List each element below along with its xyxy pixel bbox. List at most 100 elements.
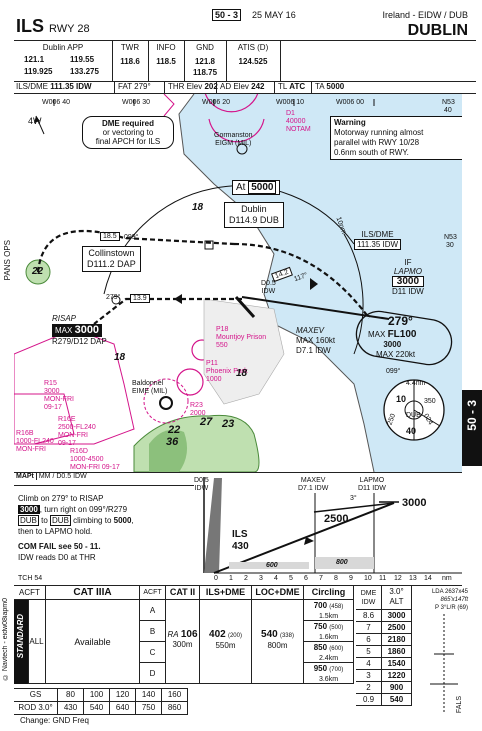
minima-header: ILS+DME (200, 586, 252, 600)
lon-label: W006 40 (42, 99, 71, 106)
circling-minima: 850 (600) 2.4km (304, 642, 354, 663)
minima-header: ACFT (140, 586, 166, 600)
atis-frequency: ATIS (D) 124.525 (226, 41, 281, 81)
r16b-area: R16B 1000-FL240 MON-FRI (16, 430, 54, 453)
cat-letter: C (140, 642, 166, 663)
gs-table: GS 80 100 120 140 160 ROD 3.0° 430 540 6… (14, 688, 188, 715)
dublin-vor-box: Dublin D114.9 DUB (224, 202, 284, 228)
ils-profile-label: ILS 430 (232, 529, 249, 552)
runway-info: LDA 2637x45 865'x147ft P 3°L/R (69) (431, 589, 468, 611)
minima-header: ACFT (14, 586, 46, 600)
all-label: ALL (28, 600, 46, 684)
lon-label: W006 10 (276, 99, 305, 106)
profile-alt-2500: 2500 (324, 513, 349, 525)
circling-minima: 700 (458) 1.5km (304, 600, 354, 621)
rod-label: ROD 3.0° (14, 702, 58, 715)
circling-minima: 750 (500) 1.6km (304, 621, 354, 642)
minima-header: CAT IIIA (46, 586, 140, 600)
minima-header: Circling (304, 586, 354, 600)
warning-box: Warning Motorway running almost parallel… (330, 116, 462, 160)
vor-dublin-symbol (204, 240, 214, 250)
collinstown-box: Collinstown D111.2 DAP (82, 246, 141, 272)
cat2-minima: RA 106 300m (166, 600, 200, 684)
coastline (178, 94, 375, 472)
profile-mark: 600 (266, 562, 278, 569)
chart-city: DUBLIN (407, 22, 468, 39)
sector-alt: 27 (200, 416, 213, 428)
d05-label: D0.5 IDW (261, 280, 276, 295)
sector-alt: 22 (32, 266, 44, 277)
lat-label: N53 (444, 234, 457, 241)
r23-area: R23 2000 (190, 402, 206, 417)
glide-angle: 3° (350, 495, 357, 502)
pans-ops-label: PANS OPS (3, 240, 12, 281)
radial-course: 099° (124, 234, 139, 241)
d1-area: D1 40000 NOTAM (286, 110, 311, 133)
gs-value: 120 (110, 689, 136, 702)
holding-restrictions: MAX FL100 3000 MAX 220kt (368, 329, 417, 360)
dme-alt-rows: 8.6 3000 7 2500 6 2180 5 1860 4 1540 3 1… (356, 610, 412, 706)
maxev-fix: MAXEV MAX 160kt D7.1 IDW (296, 326, 336, 355)
lat-label: N53 (442, 99, 455, 106)
minima-header: CAT II (166, 586, 200, 600)
r16d-area: R16D 1000-4500 MON-FRI 09-17 (70, 448, 120, 471)
ils-dme-minima: 402 (200) 550m (200, 600, 252, 684)
tch-label: TCH 54 (18, 575, 43, 582)
minima-table: ACFT CAT IIIA ACFT CAT II ILS+DME LOC+DM… (14, 586, 468, 714)
msa-center: DUB (406, 412, 421, 419)
circling-minima: 950 (700) 3.6km (304, 663, 354, 684)
phoenix-area: P11 Phoenix Park 1000 (206, 360, 248, 383)
msa-alt: 40 (406, 426, 417, 436)
ils-dme-box: ILS/DME 111.35 IDW (354, 230, 402, 250)
gs-value: 80 (58, 689, 84, 702)
hold-course: 099° (386, 368, 401, 375)
plan-view: W006 40 W006 30 W006 20 W006 10 W006 00 … (14, 94, 462, 473)
profile-lapmo: LAPMO D11 IDW (358, 477, 386, 492)
magnetic-variation: 4W (28, 116, 42, 126)
lapmo-fix: IF LAPMO 3000 D11 IDW (392, 258, 424, 296)
profile-maxev: MAXEV D7.1 IDW (298, 477, 329, 492)
profile-mark: 800 (336, 559, 348, 566)
at-altitude: At 5000 (232, 180, 281, 195)
sector-alt: 23 (222, 418, 235, 430)
profile-drawing (203, 477, 462, 574)
rod-value: 540 (84, 702, 110, 715)
msa-sector: 350 (424, 398, 436, 405)
lat-label: 30 (446, 242, 454, 249)
chart-header: ILS RWY 28 50 - 3 25 MAY 16 Ireland - EI… (14, 6, 476, 40)
cat-letter: D (140, 663, 166, 684)
sector-alt: 22 (168, 424, 181, 436)
msa-alt: 10 (396, 394, 407, 404)
gs-value: 160 (162, 689, 188, 702)
cat3-available: Available (46, 600, 140, 684)
mapt-bar: MAPt MM / D0.5 IDW (14, 473, 194, 486)
rod-value: 750 (136, 702, 162, 715)
gormanston-label: Gormanston EIGM (MIL) (214, 132, 253, 147)
info-bar: ILS/DME 111.35 IDW FAT 279° THR Elev 202… (14, 81, 476, 94)
copyright: © Navtech - eidw08iapm0 (2, 598, 9, 681)
terrain-high (149, 429, 188, 472)
mountjoy-area: P18 Mountjoy Prison 550 (216, 326, 267, 349)
lon-label: W006 20 (202, 99, 231, 106)
final-course: 279° (388, 314, 413, 328)
baldonnel-label: Baldonnel EIME (MIL) (132, 380, 168, 395)
lon-label: W006 00 (336, 99, 365, 106)
cat-letter: B (140, 621, 166, 642)
chart-country: Ireland - EIDW / DUB (382, 10, 468, 20)
gnd-frequency: GND 121.8 118.75 (184, 41, 227, 81)
gs-value: 140 (136, 689, 162, 702)
loc-dme-minima: 540 (338) 800m (252, 600, 304, 684)
change-note: Change: GND Freq (20, 716, 89, 725)
gs-label: GS (14, 689, 58, 702)
info-frequency: INFO 118.5 (148, 41, 185, 81)
radial-course: 279° (106, 294, 121, 301)
hold-length: 4.4nm (406, 380, 426, 387)
standard-label: STANDARD (14, 600, 29, 684)
profile-d05: D0.5 IDW (194, 477, 209, 492)
chart-side-tab: 50 - 3 (462, 390, 482, 466)
sector-alt: 18 (114, 352, 126, 363)
app-frequency: Dublin APP 121.1 119.55 119.925 133.275 (14, 41, 113, 81)
profile-alt-3000: 3000 (402, 497, 427, 509)
sector-alt: 36 (166, 436, 179, 448)
alt-header: 3.0° ALT (382, 586, 412, 610)
